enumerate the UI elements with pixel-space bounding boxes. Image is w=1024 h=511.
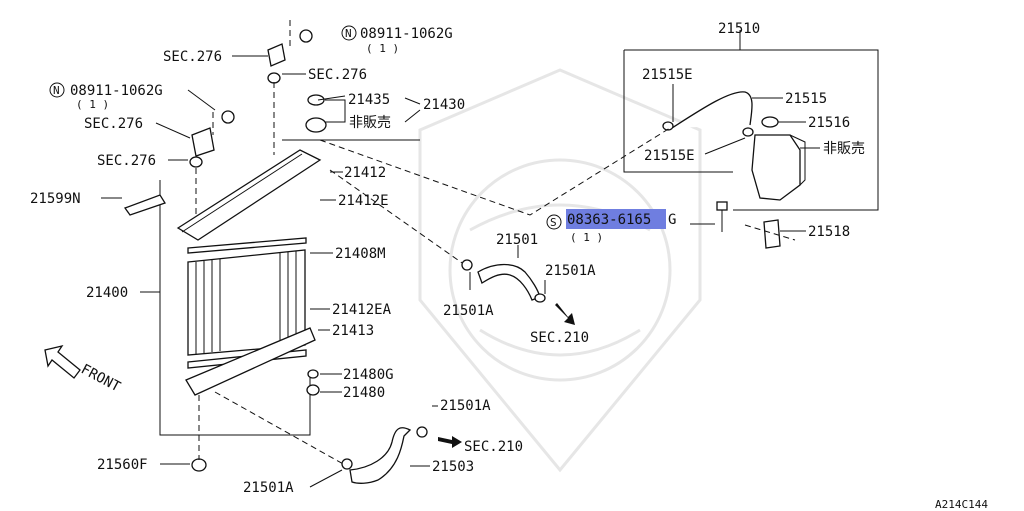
label-21560f: 21560F <box>97 457 148 473</box>
label-bolt-08363: 08363-6165 <box>567 212 651 228</box>
label-21501: 21501 <box>496 232 538 248</box>
label-nut-left: 08911-1062G <box>70 83 163 99</box>
label-21503: 21503 <box>432 459 474 475</box>
label-sec276-a: SEC.276 <box>163 49 222 65</box>
bolt-s-mark: S <box>550 216 557 229</box>
label-sec276-b: SEC.276 <box>308 67 367 83</box>
label-21480g: 21480G <box>343 367 394 383</box>
upper-hose-group <box>461 245 575 325</box>
radiator-cap-shape <box>305 117 327 133</box>
label-21516: 21516 <box>808 115 850 131</box>
label-not-sold-left: 非販売 <box>349 115 391 131</box>
label-nut-top-qty: ( 1 ) <box>366 42 399 55</box>
upper-tank-shape <box>176 149 322 241</box>
label-21501a-right: 21501A <box>545 263 596 279</box>
label-21435: 21435 <box>348 92 390 108</box>
upper-hose-shape <box>477 263 541 301</box>
label-bolt-suffix: G <box>668 212 676 228</box>
label-sec210-a: SEC.210 <box>530 330 589 346</box>
label-21408m: 21408M <box>335 246 386 262</box>
label-bolt-qty: ( 1 ) <box>570 231 603 244</box>
label-21400: 21400 <box>86 285 128 301</box>
arrow-sec210-upper <box>555 303 575 325</box>
label-21412ea: 21412EA <box>332 302 392 318</box>
label-21518: 21518 <box>808 224 850 240</box>
label-21412e: 21412E <box>338 193 389 209</box>
label-21501a-mid: 21501A <box>440 398 491 414</box>
arrow-sec210-lower <box>438 436 462 448</box>
bolt-highlight-box <box>566 209 666 229</box>
label-sec276-c: SEC.276 <box>84 116 143 132</box>
overflow-hose-shape <box>671 91 753 129</box>
label-sec210-b: SEC.210 <box>464 439 523 455</box>
label-21501a-left: 21501A <box>443 303 494 319</box>
lower-hose-shape <box>349 427 412 484</box>
reservoir-cap-shape <box>761 116 779 128</box>
label-21515: 21515 <box>785 91 827 107</box>
bracket-21518-shape <box>763 219 781 249</box>
label-21412: 21412 <box>344 165 386 181</box>
label-21515e-bottom: 21515E <box>644 148 695 164</box>
label-21501a-bottom: 21501A <box>243 480 294 496</box>
label-21515e-top: 21515E <box>642 67 693 83</box>
lower-hose-group <box>309 405 462 488</box>
label-21430: 21430 <box>423 97 465 113</box>
nut-left-n-mark: N <box>53 84 60 97</box>
label-21413: 21413 <box>332 323 374 339</box>
nut-top-n-mark: N <box>345 27 352 40</box>
label-21599n: 21599N <box>30 191 81 207</box>
label-sec276-d: SEC.276 <box>97 153 156 169</box>
label-21510: 21510 <box>718 21 760 37</box>
radiator-group <box>101 20 671 472</box>
figure-code: A214C144 <box>935 498 988 511</box>
label-front: FRONT <box>78 361 123 395</box>
label-nut-top: 08911-1062G <box>360 26 453 42</box>
reservoir-tank-shape <box>751 134 801 201</box>
reservoir-group <box>623 30 879 249</box>
label-nut-left-qty: ( 1 ) <box>76 98 109 111</box>
lower-tank-shape <box>185 327 316 396</box>
label-not-sold-right: 非販売 <box>823 141 865 157</box>
label-21480: 21480 <box>343 385 385 401</box>
label-plate-shape <box>123 194 166 216</box>
front-arrow-icon <box>44 344 81 379</box>
